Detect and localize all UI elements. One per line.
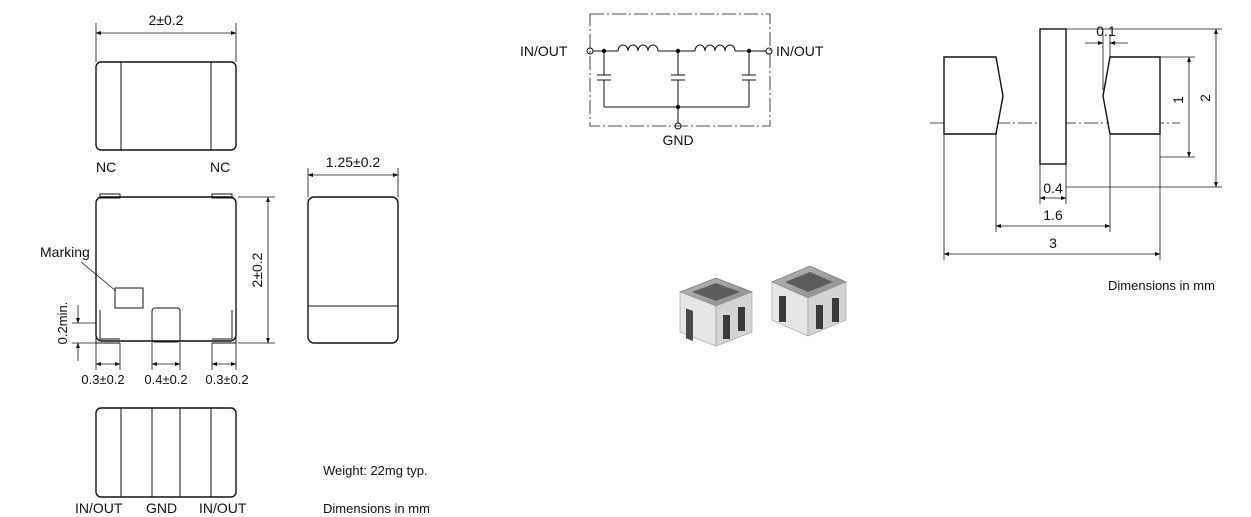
- pad-right-dim: 0.3±0.2: [205, 372, 248, 387]
- land-total-span-dim: 3: [1049, 235, 1057, 251]
- product-photo: [678, 265, 848, 347]
- pad-left-dim: 0.3±0.2: [81, 372, 124, 387]
- land-pattern: 0.1 1 2 0.4 1.6 3 Dimensions in mm: [930, 23, 1222, 293]
- side-view: 1.25±0.2: [307, 154, 399, 344]
- bottom-pin-left-label: IN/OUT: [75, 500, 123, 516]
- front-min-height-dim: 0.2min.: [55, 302, 70, 345]
- circuit-ground-terminal: GND: [662, 132, 693, 148]
- top-pin-right-label: NC: [210, 159, 230, 175]
- top-pin-left-label: NC: [96, 159, 116, 175]
- land-center-width-dim: 0.4: [1043, 180, 1063, 196]
- side-width-dim: 1.25±0.2: [326, 154, 381, 170]
- chip-left: [678, 277, 754, 347]
- bottom-pin-center-label: GND: [146, 500, 177, 516]
- weight-note: Weight: 22mg typ.: [323, 463, 428, 478]
- inductor-1: [617, 44, 659, 52]
- land-pad-height-dim: 1: [1170, 96, 1186, 104]
- chip-right: [770, 265, 848, 337]
- inductor-2: [694, 44, 736, 52]
- capacitor-3: [742, 51, 756, 107]
- top-width-dim: 2±0.2: [149, 12, 184, 28]
- capacitor-2: [671, 51, 685, 107]
- bottom-pin-right-label: IN/OUT: [199, 500, 247, 516]
- capacitor-1: [597, 51, 611, 107]
- land-right-pad: [1102, 56, 1161, 135]
- left-units-note: Dimensions in mm: [323, 501, 430, 516]
- front-view: Marking 2±0.2 0.2min. 0.3±0.2 0.4±0.2 0.…: [40, 193, 275, 387]
- land-gap-dim: 0.1: [1096, 23, 1116, 39]
- land-center-strip: [1039, 28, 1067, 165]
- circuit-right-terminal: IN/OUT: [776, 43, 824, 59]
- top-view: 2±0.2 NC NC: [95, 12, 237, 175]
- bottom-view: IN/OUT GND IN/OUT: [75, 407, 247, 516]
- circuit-left-terminal: IN/OUT: [520, 43, 568, 59]
- front-height-dim: 2±0.2: [249, 252, 265, 287]
- land-inner-span-dim: 1.6: [1043, 207, 1063, 223]
- equivalent-circuit: IN/OUT IN/OUT: [520, 13, 824, 148]
- pad-center-dim: 0.4±0.2: [144, 372, 187, 387]
- land-left-pad: [943, 56, 1004, 135]
- land-units-note: Dimensions in mm: [1108, 278, 1215, 293]
- marking-box: [114, 287, 144, 309]
- land-total-height-dim: 2: [1197, 94, 1213, 102]
- marking-label: Marking: [40, 244, 90, 260]
